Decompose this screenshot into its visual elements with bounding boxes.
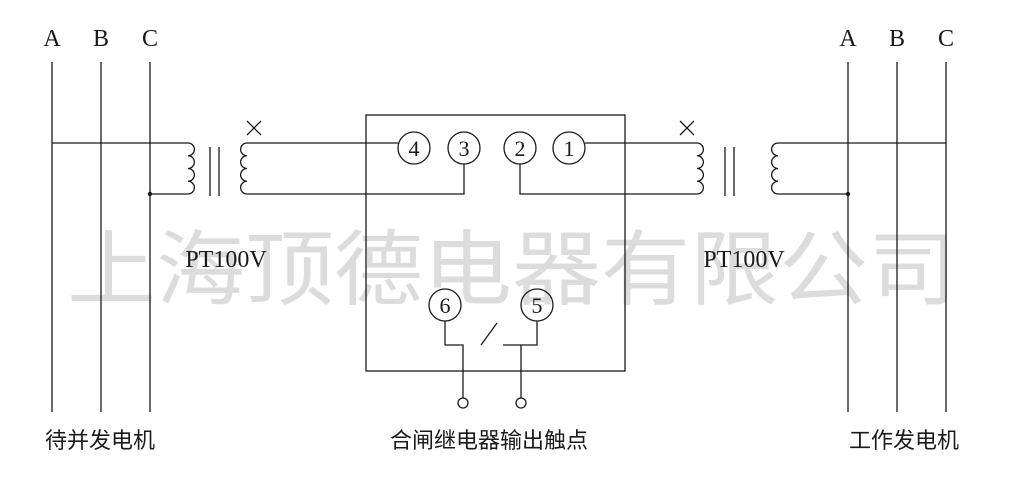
terminal-3-label: 3	[459, 136, 470, 161]
terminal-4: 4	[397, 131, 431, 165]
terminal-2-label: 2	[515, 136, 526, 161]
output-terminal-right	[515, 397, 527, 409]
relay-output-caption: 合闸继电器输出触点	[390, 429, 588, 454]
left-phase-a-label: A	[43, 26, 61, 52]
right-junction-dot	[845, 191, 851, 197]
left-potential-transformer: PT100V	[52, 120, 267, 273]
right-phase-a-label: A	[839, 26, 857, 52]
terminal-2: 2	[503, 131, 537, 165]
left-junction-dot	[147, 191, 153, 197]
right-pt-label: PT100V	[703, 247, 785, 273]
output-terminal-left	[457, 397, 469, 409]
synchronizing-relay: 4 3 2 1 6 5	[247, 114, 697, 454]
right-phase-c-label: C	[938, 26, 954, 52]
left-generator-caption: 待并发电机	[45, 429, 155, 454]
terminal-6-label: 6	[440, 293, 451, 318]
relay-box	[365, 114, 626, 372]
output-contact	[444, 321, 538, 409]
left-pt-label: PT100V	[185, 247, 267, 273]
right-phase-b-label: B	[889, 26, 905, 52]
terminal-5-label: 5	[532, 293, 543, 318]
left-phase-c-label: C	[142, 26, 158, 52]
right-potential-transformer: PT100V	[679, 120, 946, 273]
terminal-4-label: 4	[409, 136, 420, 161]
terminal-1-label: 1	[564, 136, 575, 161]
right-generator-caption: 工作发电机	[849, 429, 959, 454]
terminal-1: 1	[552, 131, 586, 165]
terminal-3: 3	[447, 131, 481, 165]
left-phase-b-label: B	[93, 26, 109, 52]
left-generator-bus: A B C 待并发电机	[43, 26, 158, 454]
right-generator-bus: A B C 工作发电机	[839, 26, 959, 454]
company-watermark: 上海顶德电器有限公司	[67, 223, 957, 318]
